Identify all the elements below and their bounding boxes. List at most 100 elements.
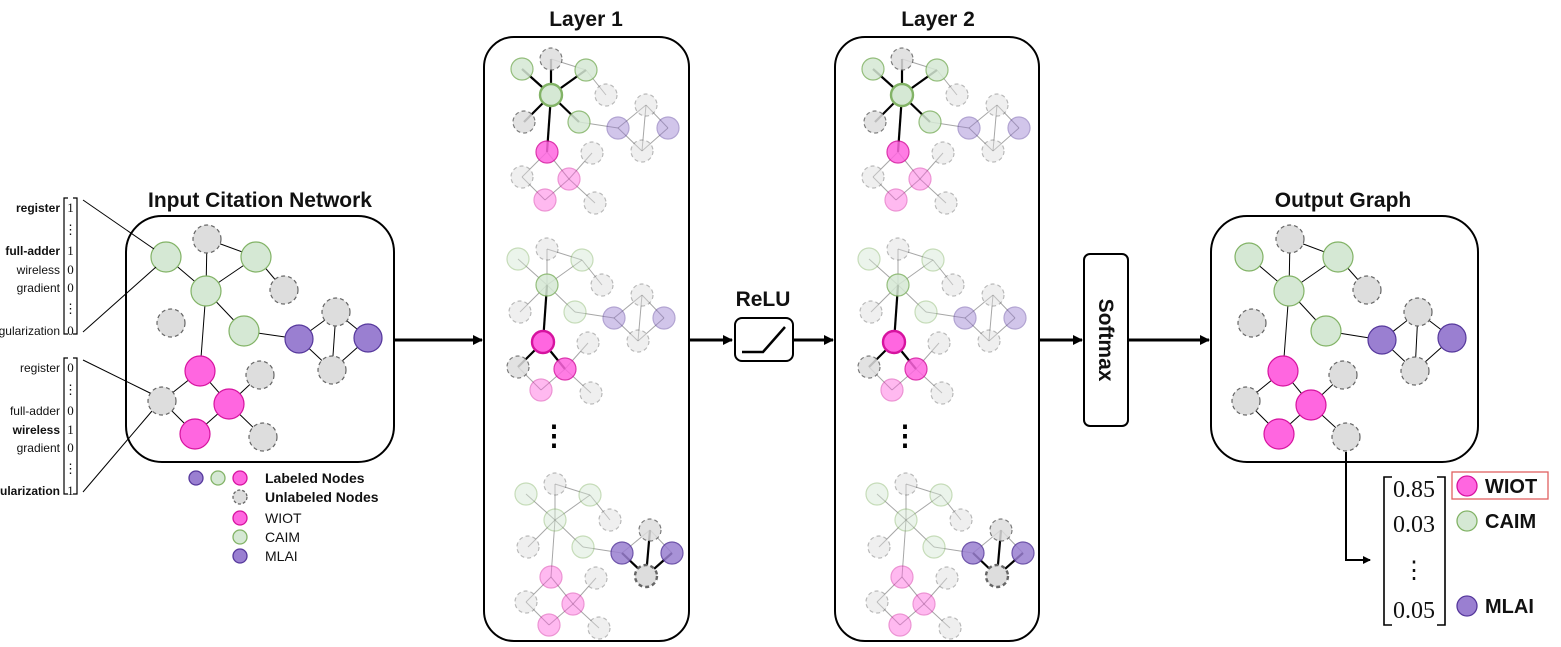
node-caim: [1310, 315, 1342, 347]
node-unlabeled: [590, 273, 614, 297]
node-unlabeled: [863, 110, 887, 134]
node-unlabeled: [156, 308, 186, 338]
node-unlabeled: [861, 165, 885, 189]
node-caim: [918, 110, 942, 134]
output-value-caim: 0.03: [1393, 512, 1435, 538]
output-graph-title: Output Graph: [1275, 189, 1411, 212]
graph-edge: [992, 294, 1016, 319]
node-unlabeled: [510, 165, 534, 189]
graph-edge: [905, 494, 942, 521]
graph-edge: [905, 519, 935, 548]
node-caim: [914, 300, 938, 324]
node-mlai: [606, 116, 630, 140]
feature-value: 0: [67, 440, 74, 455]
feature-term-label: regularization: [0, 324, 60, 338]
graph-edge: [548, 603, 574, 626]
graph-edge: [964, 294, 994, 319]
node-unlabeled: [580, 141, 604, 165]
node-caim: [865, 482, 889, 506]
node-unlabeled: [1275, 224, 1305, 254]
feature-term-label: regularization: [0, 484, 60, 498]
node-unlabeled: [245, 360, 275, 390]
layer2-ellipsis: ⋮: [891, 420, 919, 451]
legend-caim-dot: [210, 470, 226, 486]
node-unlabeled: [583, 191, 607, 215]
node-unlabeled: [927, 331, 951, 355]
node-caim: [506, 247, 530, 271]
node-caim: [925, 58, 949, 82]
node-caim: [567, 110, 591, 134]
feature-connector: [82, 359, 151, 394]
node-legend: Labeled Nodes Unlabeled Nodes WIOT CAIM …: [188, 470, 379, 564]
feature-term-label: register: [16, 201, 60, 215]
graph-edge: [550, 576, 574, 605]
node-unlabeled: [1400, 356, 1430, 386]
node-wiot: [912, 592, 936, 616]
node-mlai: [1437, 323, 1467, 353]
graph-edge: [901, 576, 925, 605]
node-caim: [886, 273, 910, 297]
node-unlabeled: [594, 83, 618, 107]
graph-edge: [525, 493, 556, 521]
graph-edge: [876, 493, 907, 521]
feature-value: ⋮: [64, 222, 77, 237]
node-unlabeled: [981, 139, 1005, 163]
feature-value: ⋮: [64, 301, 77, 316]
node-unlabeled: [248, 422, 278, 452]
graph-edge: [876, 601, 901, 626]
graph-edge: [919, 152, 944, 180]
graph-edge: [895, 178, 921, 201]
graph-edge: [964, 317, 990, 342]
node-unlabeled: [535, 237, 559, 261]
softmax-label: Softmax: [1094, 299, 1117, 382]
node-unlabeled: [930, 381, 954, 405]
node-unlabeled: [934, 191, 958, 215]
feature-connector: [82, 266, 157, 333]
layer1-title: Layer 1: [549, 8, 623, 31]
node-mlai: [656, 116, 680, 140]
graph-edge: [988, 294, 994, 342]
output-wiot-dot: [1456, 475, 1478, 497]
node-caim: [578, 483, 602, 507]
feature-value: 1: [67, 200, 74, 215]
output-bracket-right: [1437, 476, 1446, 626]
layer2-title: Layer 2: [901, 8, 975, 31]
graph-edge: [968, 104, 998, 129]
feature-vector-bracket-left: [63, 357, 68, 495]
graph-edge: [932, 259, 954, 286]
node-wiot: [535, 140, 559, 164]
feature-value: ⋮: [64, 461, 77, 476]
node-wiot: [884, 188, 908, 212]
node-unlabeled: [859, 300, 883, 324]
node-caim: [571, 535, 595, 559]
layer1-ellipsis: ⋮: [540, 420, 568, 451]
node-mlai: [353, 323, 383, 353]
graph-edge: [940, 494, 962, 521]
node-caim: [190, 275, 222, 307]
legend-wiot-dot: [232, 470, 248, 486]
node-wiot: [890, 565, 914, 589]
graph-edge: [905, 483, 942, 496]
graph-edge: [589, 494, 611, 521]
output-mlai-dot: [1456, 595, 1478, 617]
node-mlai: [953, 306, 977, 330]
node-unlabeled: [630, 283, 654, 307]
graph-edge: [876, 576, 903, 603]
graph-edge: [996, 104, 1020, 129]
node-wiot: [908, 167, 932, 191]
feature-term-label: gradient: [17, 281, 61, 295]
node-caim: [857, 247, 881, 271]
node-unlabeled: [506, 355, 530, 379]
layer2-graph-bottom: [865, 472, 1035, 640]
graph-edge: [568, 152, 593, 180]
output-value-ellipsis: ⋮: [1402, 558, 1426, 584]
graph-edge: [554, 483, 591, 496]
node-caim: [929, 483, 953, 507]
node-unlabeled: [584, 566, 608, 590]
legend-class-wiot: WIOT: [265, 510, 302, 526]
node-unlabeled: [630, 139, 654, 163]
graph-edge: [550, 519, 556, 578]
feature-vector-bracket-left: [63, 197, 68, 335]
layer2-graph-top: [861, 47, 1031, 215]
output-probability-vector: 0.85 0.03 ⋮ 0.05: [1383, 476, 1446, 626]
